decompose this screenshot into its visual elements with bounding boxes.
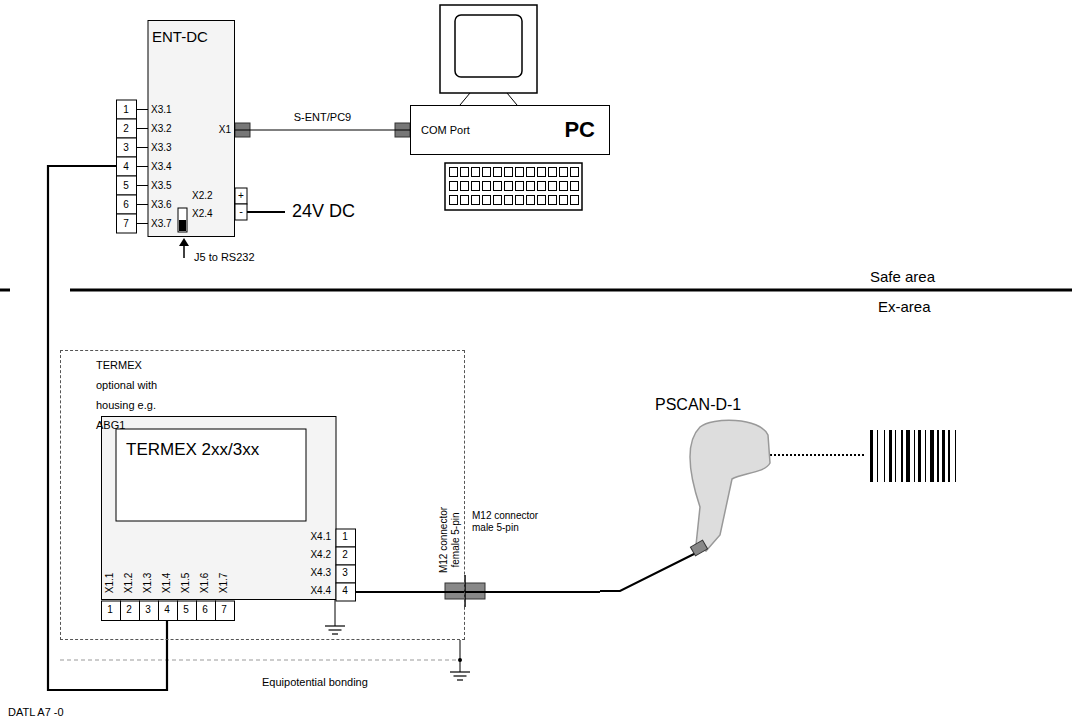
ground-symbol [325,626,345,634]
terminal-number: 4 [164,604,170,616]
barcode-scanner: PSCAN-D-1 [600,395,790,600]
pin-name: X2.4 [192,208,213,220]
serial-cable [235,130,410,131]
node-title: PSCAN-D-1 [655,395,741,414]
keyboard [445,163,582,210]
terminal-number: 2 [342,549,348,561]
terminal-number: 3 [342,567,348,579]
terminal-number: 6 [202,604,208,616]
terminal-number: 1 [107,604,113,616]
connector-label: M12 connector female 5-pin [438,500,462,580]
pc-unit: COM Port PC [410,105,610,155]
pin-name: X3.6 [151,199,172,211]
bonding-label: Equipotential bonding [262,676,368,689]
cable-label: DATL A7 -0 [8,706,64,719]
pin-name: X3.2 [151,123,172,135]
scan-beam [770,454,866,456]
pin-name: X2.2 [192,190,213,202]
housing-note: TERMEX optional with housing e.g. ABG1 [96,355,158,435]
supply-label: 24V DC [292,201,355,223]
pin-name: X1.5 [180,573,192,594]
area-label: Ex-area [878,298,931,316]
pin-name: X4.1 [310,531,331,543]
cable-label: S-ENT/PC9 [292,111,353,124]
terminal-number: 2 [126,604,132,616]
area-boundary [0,289,10,292]
terminal-number: 5 [123,180,129,192]
node-outline [116,20,235,237]
terminal [235,188,247,204]
pin-name: X1.4 [161,573,173,594]
pin-name: X1.1 [104,573,116,594]
area-boundary [70,289,1072,292]
terminal-number: 6 [123,199,129,211]
pin-name: X1.7 [218,573,230,594]
terminal-number: 3 [123,142,129,154]
area-label: Safe area [870,268,935,286]
node-title: TERMEX 2xx/3xx [126,440,259,460]
pointer-arrow [183,244,185,258]
pin-name: X3.1 [151,104,172,116]
pin-name: X1.6 [199,573,211,594]
node-title: ENT-DC [152,28,208,46]
terminal-number: 1 [342,531,348,543]
pin-name: X1.3 [142,573,154,594]
pin-name: X3.4 [151,161,172,173]
polarity-sign: + [238,190,244,202]
node-outline [600,395,790,600]
terminal [235,204,247,220]
pin-name: X1.2 [123,573,135,594]
bonding-line [60,659,460,660]
converter-box: ENT-DC [116,20,235,237]
node-title: COM Port [421,124,470,137]
terminal-number: 2 [123,123,129,135]
terminal-number: 3 [145,604,151,616]
terminal-number: 5 [183,604,189,616]
jumper-note: J5 to RS232 [194,251,255,264]
terminal-number: 4 [123,161,129,173]
pin-name: X3.5 [151,180,172,192]
terminal-number: 7 [123,218,129,230]
pin-name: X1 [219,124,231,136]
housing-boundary: TERMEX 2xx/3xx TERMEX optional with housi… [60,350,465,640]
ground-wire [335,598,336,626]
barcode [870,430,956,482]
pin-name: X4.2 [310,549,331,561]
monitor [440,5,537,105]
pin-name: X3.7 [151,218,172,230]
pin-name: X4.3 [310,567,331,579]
ground-symbol [450,672,470,680]
pin-name: X4.4 [310,585,331,597]
polarity-sign: - [239,205,243,218]
arrow-head [179,238,189,246]
connector-label: M12 connector male 5-pin [472,510,552,534]
power-wire [247,211,285,213]
terminal-number: 1 [123,104,129,116]
ground-wire [460,640,461,672]
node-title: PC [564,117,595,143]
signal-wire [356,591,600,593]
terminal-number: 7 [221,604,227,616]
terminal-number: 4 [342,585,348,597]
pin-name: X3.3 [151,142,172,154]
